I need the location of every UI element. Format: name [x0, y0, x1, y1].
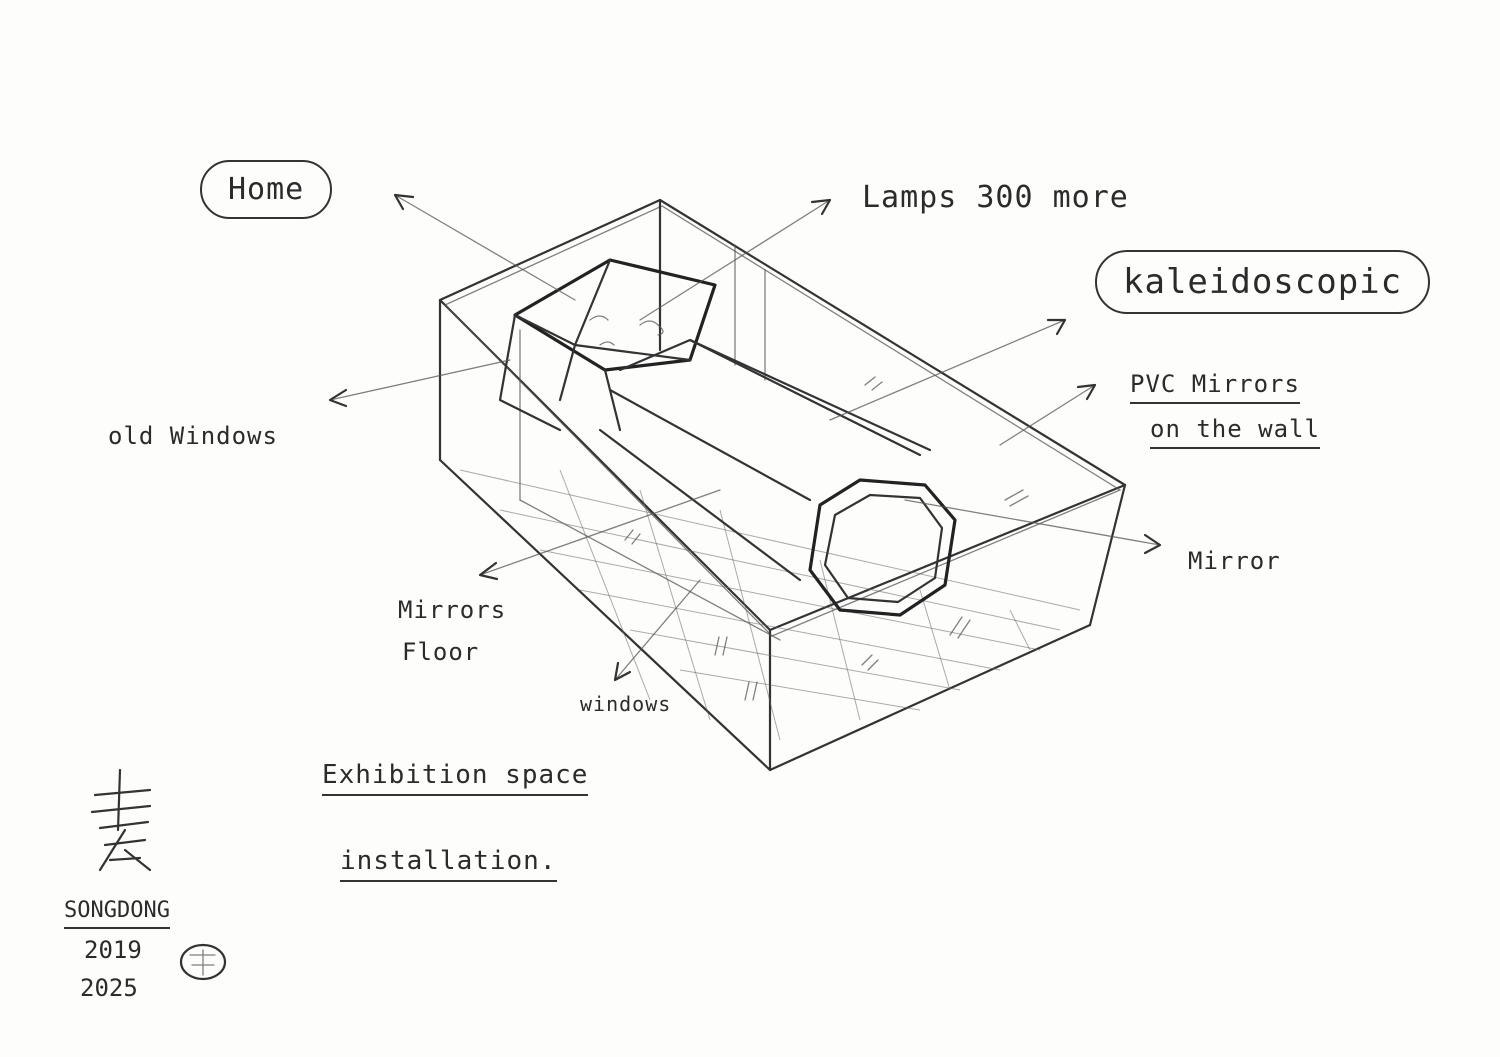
mirror-floor-grid	[459, 469, 1081, 741]
lamps-label: Lamps 300 more	[862, 180, 1129, 215]
signature-glyph	[90, 768, 152, 872]
windows-label: windows	[580, 692, 672, 716]
floor-label: Floor	[402, 638, 480, 666]
installation-label: installation.	[340, 846, 557, 882]
annotation-arrows	[328, 193, 1162, 682]
signature-name: SONGDONG	[64, 898, 170, 929]
old-windows-label: old Windows	[108, 422, 278, 450]
signature-year-2: 2025	[80, 974, 138, 1002]
home-structure	[498, 258, 717, 432]
signature-year-1: 2019	[84, 936, 142, 964]
pvc-mirrors-label: PVC Mirrors	[1130, 370, 1300, 404]
mirrors-label: Mirrors	[398, 596, 507, 624]
seal-stamp	[179, 943, 227, 981]
home-label: Home	[200, 160, 333, 219]
exhibition-space-label: Exhibition space	[322, 760, 589, 796]
on-the-wall-label: on the wall	[1150, 415, 1320, 449]
kaleidoscopic-label: kaleidoscopic	[1095, 250, 1431, 314]
mirror-marks	[624, 376, 1029, 701]
mirror-label: Mirror	[1188, 547, 1281, 575]
kaleidoscope-tube	[598, 338, 957, 617]
